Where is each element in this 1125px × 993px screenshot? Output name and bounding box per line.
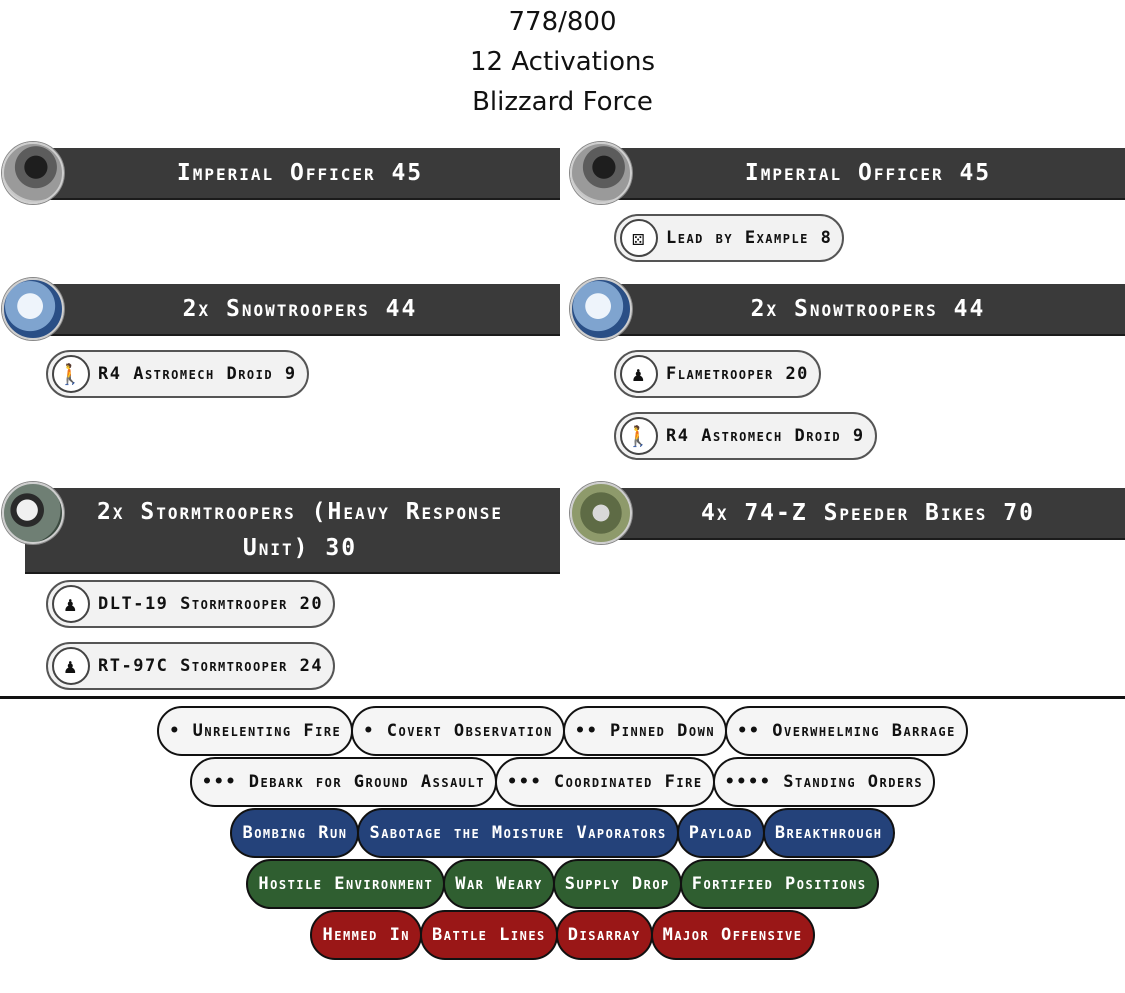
- droid-icon: 🚶: [620, 417, 658, 455]
- left-unit-column: Imperial Officer 45 2x Snowtroopers 44 🚶…: [0, 142, 560, 714]
- unit-bar: 4x 74-Z Speeder Bikes 70: [593, 488, 1125, 540]
- deployment-card[interactable]: Supply Drop: [552, 859, 682, 909]
- objective-card[interactable]: Breakthrough: [762, 808, 895, 858]
- unit-name: 4x 74-Z Speeder Bikes 70: [701, 500, 1035, 526]
- officer-portrait: [2, 142, 64, 204]
- command-card[interactable]: ••• Debark for Ground Assault: [189, 757, 497, 807]
- command-card[interactable]: • Unrelenting Fire: [157, 706, 354, 756]
- snowtrooper-portrait: [570, 278, 632, 340]
- unit-bar: Imperial Officer 45: [25, 148, 560, 200]
- command-cards-row: • Unrelenting Fire • Covert Observation …: [0, 706, 1125, 757]
- army-header: 778/800 12 Activations Blizzard Force: [0, 0, 1125, 122]
- command-card[interactable]: •• Pinned Down: [562, 706, 728, 756]
- upgrade-name: RT-97C Stormtrooper 24: [98, 656, 324, 676]
- battle-cards: • Unrelenting Fire • Covert Observation …: [0, 706, 1125, 961]
- condition-card[interactable]: Disarray: [555, 910, 653, 960]
- unit-name: Imperial Officer 45: [744, 160, 992, 186]
- unit-bar: Imperial Officer 45: [593, 148, 1125, 200]
- command-card[interactable]: • Covert Observation: [351, 706, 565, 756]
- speeder-bike-portrait: [570, 482, 632, 544]
- unit-name: 2x Snowtroopers 44: [182, 296, 418, 322]
- command-cards-row: ••• Debark for Ground Assault ••• Coordi…: [0, 757, 1125, 808]
- condition-cards-row: Hemmed In Battle Lines Disarray Major Of…: [0, 910, 1125, 961]
- unit-bar: 2x Stormtroopers (Heavy Response Unit) 3…: [25, 488, 560, 574]
- upgrade-list: ♟ Flametrooper 20 🚶 R4 Astromech Droid 9: [568, 350, 1125, 472]
- stormtrooper-portrait: [2, 482, 64, 544]
- heavy-weapon-icon: ♟: [52, 647, 90, 685]
- droid-icon: 🚶: [52, 355, 90, 393]
- objective-card[interactable]: Sabotage the Moisture Vaporators: [357, 808, 679, 858]
- command-card[interactable]: •• Overwhelming Barrage: [725, 706, 968, 756]
- upgrade-list: 🚶 R4 Astromech Droid 9: [0, 350, 560, 472]
- upgrade-list: ⚄ Lead by Example 8: [568, 214, 1125, 278]
- section-divider: [0, 696, 1125, 699]
- upgrade-chip[interactable]: ♟ Flametrooper 20: [614, 350, 821, 398]
- unit-card[interactable]: 2x Snowtroopers 44: [568, 278, 1125, 340]
- unit-name: 2x Snowtroopers 44: [750, 296, 986, 322]
- command-icon: ⚄: [620, 219, 658, 257]
- officer-portrait: [570, 142, 632, 204]
- army-name: Blizzard Force: [472, 87, 653, 117]
- objective-card[interactable]: Payload: [676, 808, 765, 858]
- upgrade-chip[interactable]: 🚶 R4 Astromech Droid 9: [614, 412, 877, 460]
- upgrade-name: Lead by Example 8: [666, 228, 833, 248]
- heavy-weapon-icon: ♟: [620, 355, 658, 393]
- upgrade-chip[interactable]: 🚶 R4 Astromech Droid 9: [46, 350, 309, 398]
- unit-name: 2x Stormtroopers (Heavy Response Unit) 3…: [97, 499, 503, 561]
- unit-card[interactable]: 2x Stormtroopers (Heavy Response Unit) 3…: [0, 482, 560, 574]
- deployment-cards-row: Hostile Environment War Weary Supply Dro…: [0, 859, 1125, 910]
- upgrade-name: Flametrooper 20: [666, 364, 809, 384]
- condition-card[interactable]: Major Offensive: [650, 910, 815, 960]
- upgrade-name: DLT-19 Stormtrooper 20: [98, 594, 324, 614]
- snowtrooper-portrait: [2, 278, 64, 340]
- deployment-card[interactable]: Fortified Positions: [679, 859, 879, 909]
- upgrade-chip[interactable]: ♟ DLT-19 Stormtrooper 20: [46, 580, 336, 628]
- command-card[interactable]: •••• Standing Orders: [712, 757, 936, 807]
- deployment-card[interactable]: War Weary: [443, 859, 555, 909]
- points-total: 778/800: [508, 7, 617, 37]
- heavy-weapon-icon: ♟: [52, 585, 90, 623]
- deployment-card[interactable]: Hostile Environment: [246, 859, 446, 909]
- unit-bar: 2x Snowtroopers 44: [25, 284, 560, 336]
- condition-card[interactable]: Battle Lines: [420, 910, 558, 960]
- upgrade-name: R4 Astromech Droid 9: [666, 426, 865, 446]
- unit-card[interactable]: Imperial Officer 45: [0, 142, 560, 204]
- unit-card[interactable]: 2x Snowtroopers 44: [0, 278, 560, 340]
- command-card[interactable]: ••• Coordinated Fire: [494, 757, 715, 807]
- unit-name: Imperial Officer 45: [176, 160, 424, 186]
- unit-card[interactable]: Imperial Officer 45: [568, 142, 1125, 204]
- right-unit-column: Imperial Officer 45 ⚄ Lead by Example 8 …: [568, 142, 1125, 554]
- upgrade-name: R4 Astromech Droid 9: [98, 364, 297, 384]
- upgrade-list: ♟ DLT-19 Stormtrooper 20 ♟ RT-97C Stormt…: [0, 580, 560, 704]
- activations-count: 12 Activations: [469, 47, 656, 77]
- unit-bar: 2x Snowtroopers 44: [593, 284, 1125, 336]
- unit-card[interactable]: 4x 74-Z Speeder Bikes 70: [568, 482, 1125, 544]
- objective-cards-row: Bombing Run Sabotage the Moisture Vapora…: [0, 808, 1125, 859]
- upgrade-chip[interactable]: ⚄ Lead by Example 8: [614, 214, 845, 262]
- condition-card[interactable]: Hemmed In: [310, 910, 423, 960]
- objective-card[interactable]: Bombing Run: [230, 808, 360, 858]
- upgrade-chip[interactable]: ♟ RT-97C Stormtrooper 24: [46, 642, 336, 690]
